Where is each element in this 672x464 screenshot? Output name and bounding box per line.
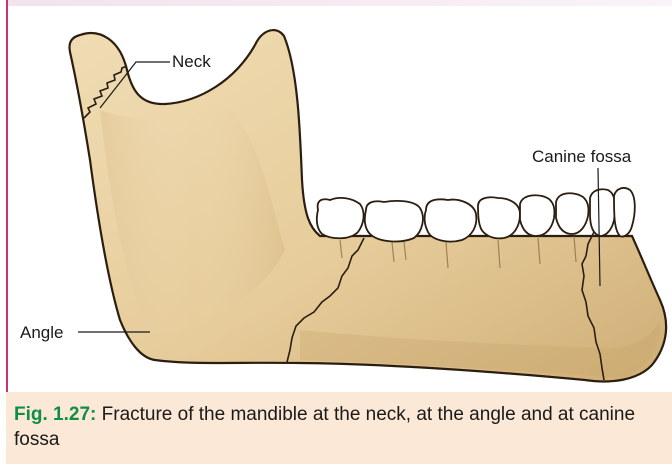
teeth-row: [317, 188, 635, 242]
caption-text: Fracture of the mandible at the neck, at…: [14, 404, 635, 450]
figure-caption-panel: Fig. 1.27: Fracture of the mandible at t…: [6, 392, 672, 464]
figure-caption: Fig. 1.27: Fracture of the mandible at t…: [14, 402, 664, 452]
tooth: [425, 199, 477, 241]
tooth: [590, 189, 615, 236]
tooth: [365, 201, 423, 242]
tooth: [520, 195, 555, 236]
canine-fossa-label: Canine fossa: [532, 147, 631, 167]
angle-label: Angle: [20, 323, 63, 343]
mandible-illustration: [0, 0, 672, 392]
tooth: [478, 197, 520, 238]
tooth: [614, 188, 635, 237]
neck-label: Neck: [172, 52, 211, 72]
tooth: [317, 198, 364, 238]
tooth: [556, 193, 589, 234]
figure-number: Fig. 1.27:: [14, 404, 96, 425]
